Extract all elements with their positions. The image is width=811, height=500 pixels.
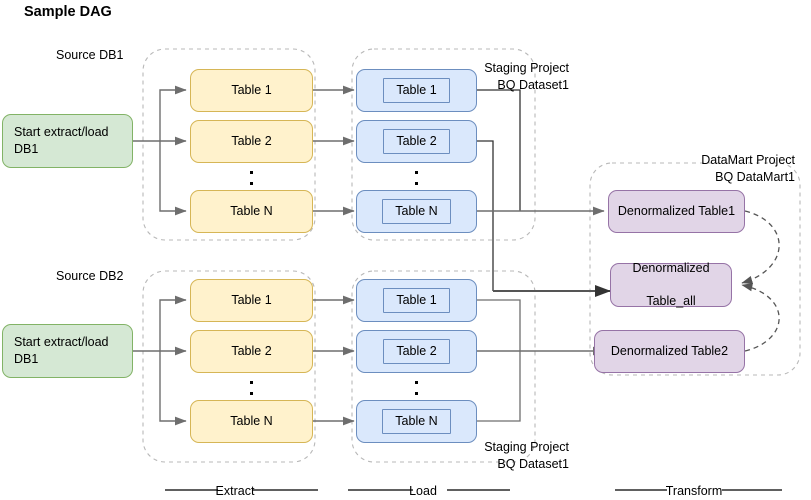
label-source-db1: Source DB1 (56, 48, 124, 62)
ellipsis-dot (250, 392, 253, 395)
label-staging-bottom: Staging Project BQ Dataset1 (484, 440, 569, 471)
label-staging-top: Staging Project BQ Dataset1 (484, 61, 569, 92)
ellipsis-dot (415, 182, 418, 185)
load-top-table-1[interactable]: Table 1 (356, 69, 477, 112)
load-bottom-table-1-inner: Table 1 (383, 288, 450, 313)
ellipsis-dot (415, 392, 418, 395)
load-bottom-table-1[interactable]: Table 1 (356, 279, 477, 322)
ellipsis-dot (250, 381, 253, 384)
extract-bottom-table-n[interactable]: Table N (190, 400, 313, 443)
load-top-table-n-inner: Table N (382, 199, 451, 224)
load-top-table-n[interactable]: Table N (356, 190, 477, 233)
start-extract-load-db1-top[interactable]: Start extract/load DB1 (2, 114, 133, 168)
load-bottom-table-n-inner: Table N (382, 409, 451, 434)
label-source-db2: Source DB2 (56, 269, 124, 283)
page-title: Sample DAG (24, 4, 112, 20)
phase-label-transform: Transform (665, 484, 723, 498)
extract-top-table-1[interactable]: Table 1 (190, 69, 313, 112)
phase-label-load: Load (409, 484, 437, 498)
extract-top-table-n[interactable]: Table N (190, 190, 313, 233)
extract-bottom-table-2[interactable]: Table 2 (190, 330, 313, 373)
ellipsis-dot (250, 171, 253, 174)
load-top-table-2-inner: Table 2 (383, 129, 450, 154)
load-bottom-table-n[interactable]: Table N (356, 400, 477, 443)
start-extract-load-db1-bottom[interactable]: Start extract/load DB1 (2, 324, 133, 378)
extract-top-table-2[interactable]: Table 2 (190, 120, 313, 163)
ellipsis-dot (415, 171, 418, 174)
ellipsis-dot (415, 381, 418, 384)
load-bottom-table-2-inner: Table 2 (383, 339, 450, 364)
ellipsis-dot (250, 182, 253, 185)
load-top-table-2[interactable]: Table 2 (356, 120, 477, 163)
denormalized-table2[interactable]: Denormalized Table2 (594, 330, 745, 373)
load-top-table-1-inner: Table 1 (383, 78, 450, 103)
denormalized-table1[interactable]: Denormalized Table1 (608, 190, 745, 233)
load-bottom-table-2[interactable]: Table 2 (356, 330, 477, 373)
extract-bottom-table-1[interactable]: Table 1 (190, 279, 313, 322)
label-datamart: DataMart Project BQ DataMart1 (701, 153, 795, 184)
phase-label-extract: Extract (215, 484, 255, 498)
denormalized-table-all[interactable]: Denormalized Table_all (610, 261, 732, 308)
